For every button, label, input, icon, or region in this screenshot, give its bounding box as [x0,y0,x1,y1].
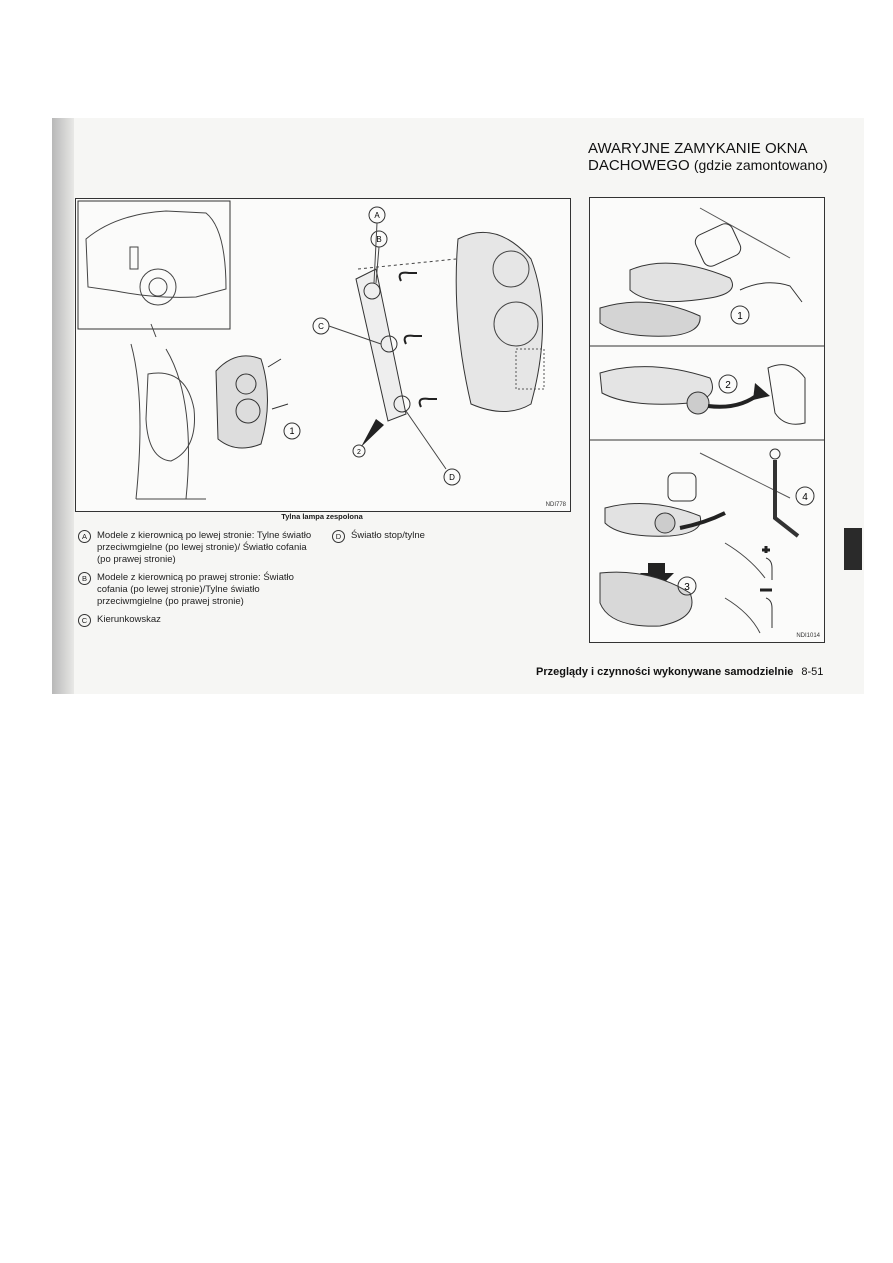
legend-item-a: A Modele z kierownicą po lewej stronie: … [78,530,318,566]
callout-2-right-label: 2 [725,380,731,391]
callout-c-label: C [318,322,324,331]
rear-lamp-illustration: 1 A B C D 2 [77,200,545,500]
console-lens-1 [599,301,701,337]
housing-lens-lower [493,301,539,347]
callout-1-right [730,305,750,325]
crank-handle [773,460,800,538]
legend-item-b: B Modele z kierownicą po prawej stronie:… [78,572,318,608]
sunroof-illustration: 1 2 3 4 [590,207,824,634]
legend-right: D Światło stop/tylne [332,530,532,549]
console-2 [599,366,713,405]
roof-line-1 [699,207,791,259]
callout-1-left [283,422,301,440]
legend-item-c: C Kierunkowskaz [78,614,318,627]
callout-3 [677,576,697,596]
car-hub [148,277,168,297]
callout-2-left-label: 2 [357,449,361,456]
car-body-outline [85,210,227,298]
arrow-4a [762,546,770,553]
zoom-circle-2 [686,391,710,415]
car-wheel [139,268,177,306]
car-inset-frame [77,200,231,330]
housing-lens-upper [492,250,530,288]
callout-d [443,468,461,486]
callout-d-label: D [449,473,455,482]
legend-item-d: D Światło stop/tylne [332,530,532,543]
switch-housing-3 [667,472,697,502]
console-3 [604,503,702,537]
socket-d [393,395,411,413]
lamp-unit [215,355,268,449]
arrow-3a [679,511,726,530]
section-heading: AWARYJNE ZAMYKANIE OKNA DACHOWEGO (gdzie… [588,140,828,174]
hand-1 [739,282,803,303]
leader-lines [328,222,447,470]
legend-mark-c: C [78,614,91,627]
housing-grille [515,348,545,390]
socket-a [363,282,381,300]
arrow-2 [707,391,762,409]
console-lens-3 [599,571,693,627]
console-cover-1 [629,262,733,303]
legend-mark-a: A [78,530,91,543]
zoom-circle-3 [654,512,676,534]
callout-4 [795,486,815,506]
legend-mark-b: B [78,572,91,585]
heading-title: AWARYJNE ZAMYKANIE OKNA DACHOWEGO [588,140,807,174]
callout-a-label: A [374,211,380,220]
figure-caption: Tylna lampa zespolona [281,512,363,521]
lamp-housing [455,231,543,412]
page-number: 8-51 [801,666,824,678]
switch-housing-1 [694,223,742,267]
lamp-opening [145,372,196,462]
callout-1-right-label: 1 [737,311,743,322]
callout-1-left-label: 1 [289,426,294,436]
section-thumb-tab [844,528,862,570]
callout-2-left [352,444,366,458]
hands-4 [724,542,766,634]
arrow-2-head [753,383,770,400]
sunroof-figure: 1 2 3 4 NDI1014 [589,197,825,643]
footer-section: Przeglądy i czynności wykonywane samodzi… [536,666,794,678]
crank-insert-1 [765,557,773,591]
page-edge-shadow [52,118,74,694]
figure-code-left: NDI778 [545,502,566,508]
crank-insert-2 [765,597,773,628]
arrow-3-down [640,563,674,590]
heading-subtitle: (gdzie zamontowano) [693,157,828,173]
legend-mark-d: D [332,530,345,543]
assembly-guide [357,258,457,270]
callout-4-label: 4 [802,492,808,503]
legend-text-d: Światło stop/tylne [351,530,425,541]
legend-left: A Modele z kierownicą po lewej stronie: … [78,530,318,633]
lamp-screws [267,358,289,410]
inset-pointer [150,323,157,338]
lamp-lens-upper [235,373,257,395]
legend-text-a: Modele z kierownicą po lewej stronie: Ty… [97,530,312,565]
body-panel [130,343,206,500]
callout-b-label: B [376,235,381,244]
car-tail-lamp [129,246,139,270]
twist-arrows [398,271,437,408]
figure-code-right: NDI1014 [796,633,820,639]
crank-handle-top [769,448,781,460]
hand-2 [767,364,806,425]
callout-3-label: 3 [684,582,690,593]
page-footer: Przeglądy i czynności wykonywane samodzi… [536,666,823,678]
legend-text-c: Kierunkowskaz [97,614,161,625]
rear-lamp-figure: 1 A B C D 2 NDI778 [75,198,571,512]
push-arrow [361,419,384,447]
callout-2-right [718,374,738,394]
lamp-lens-lower [235,398,261,424]
legend-text-b: Modele z kierownicą po prawej stronie: Ś… [97,572,294,607]
